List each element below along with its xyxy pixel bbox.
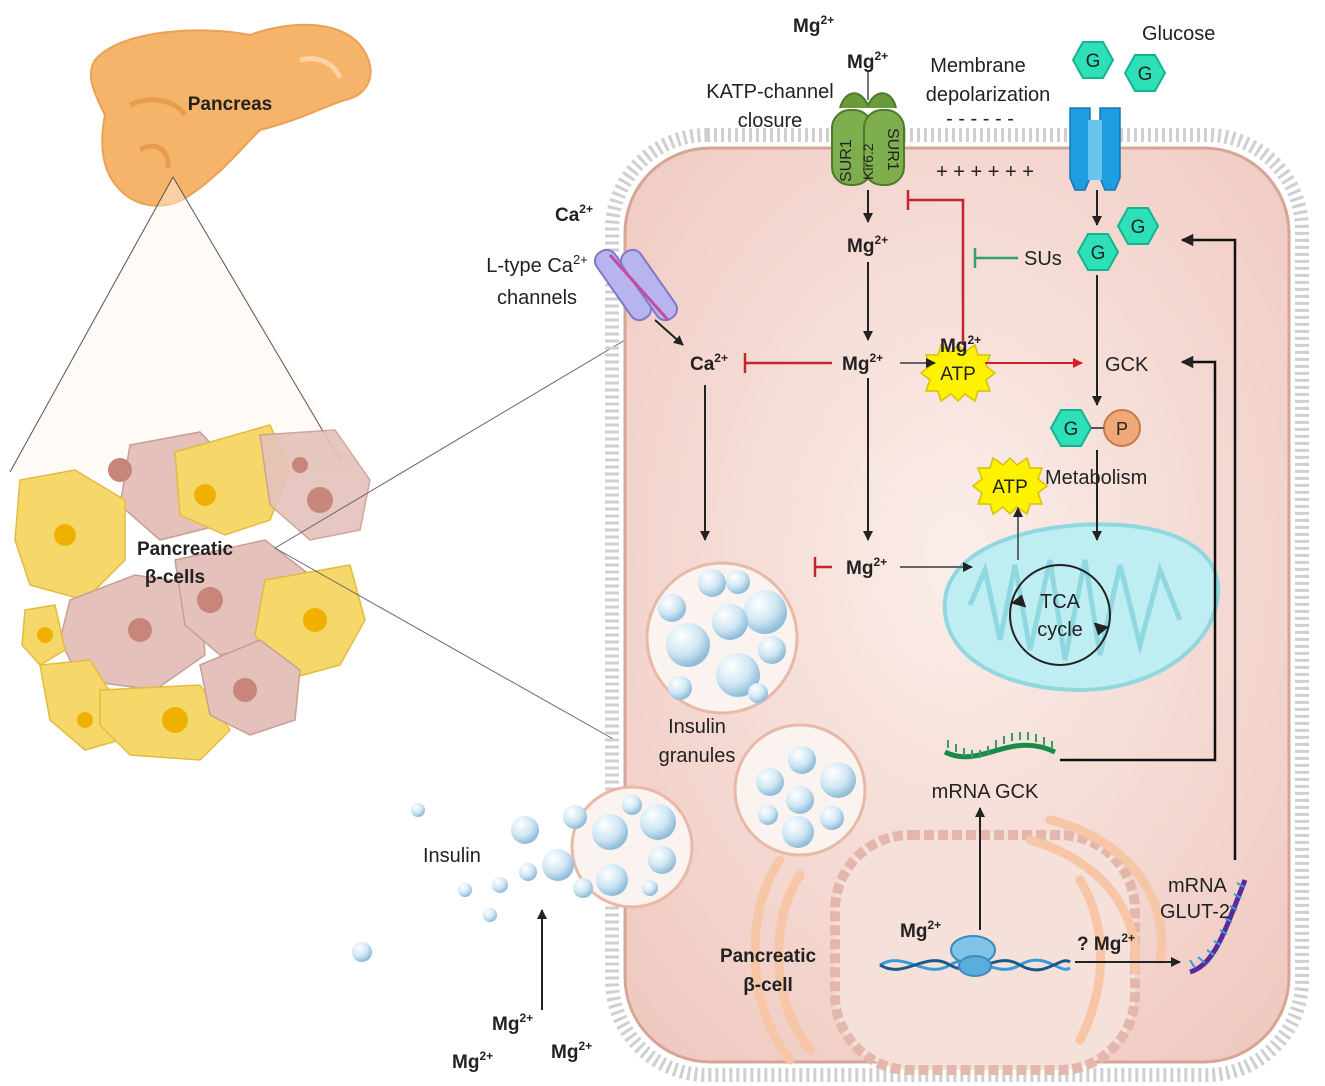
- released-insulin: [352, 803, 593, 962]
- ca-ion-outside: Ca2+: [555, 202, 593, 226]
- glucose-symbol-3: G: [1131, 217, 1146, 238]
- ion-labels: Mg2+ Mg2+ Mg2+ Mg2+ Mg2+ Mg2+ Mg2+ ? Mg2…: [452, 13, 1135, 1073]
- insulin-granules-line2: granules: [659, 745, 736, 767]
- mg-ion-outside-2: Mg2+: [452, 1049, 493, 1073]
- membrane-minus: - - - - - -: [946, 108, 1014, 130]
- ca-channel: [593, 248, 679, 322]
- mg-ion-katp-outer: Mg2+: [847, 49, 888, 73]
- islet-label-line1: Pancreatic: [137, 539, 234, 560]
- islet-zoom-lines: [9, 176, 355, 473]
- ltype-label-line2: channels: [497, 287, 577, 309]
- mg-ion-question: ? Mg2+: [1077, 931, 1135, 955]
- membrane-label-line1: Membrane: [930, 55, 1026, 77]
- ltype-label-line1: L-type Ca2+: [486, 252, 588, 277]
- mg-ion-nucleus: Mg2+: [900, 918, 941, 942]
- mrna-glut-line1: mRNA: [1168, 875, 1228, 897]
- tca-line1: TCA: [1040, 591, 1081, 613]
- membrane-plus: + + + + + +: [936, 161, 1034, 183]
- sus-label: SUs: [1024, 248, 1062, 270]
- mg-ion-outside-1: Mg2+: [492, 1011, 533, 1035]
- mrna-glut-line2: GLUT-2: [1160, 901, 1230, 923]
- glucose-symbol-4: G: [1091, 243, 1106, 264]
- exocytosis-granule: [570, 785, 694, 909]
- katp-label-line2: closure: [738, 110, 802, 132]
- mg-ion-top: Mg2+: [793, 13, 834, 37]
- glucose-symbol-1: G: [1086, 51, 1101, 72]
- beta-cell-label-line1: Pancreatic: [720, 946, 817, 967]
- beta-cell-label-line2: β-cell: [743, 975, 793, 996]
- mg-ion-outside-3: Mg2+: [551, 1039, 592, 1063]
- ca-ion-inside: Ca2+: [690, 351, 728, 375]
- glucose-symbol-5: G: [1064, 419, 1079, 440]
- ltype-text: L-type Ca: [486, 255, 574, 277]
- kir-label: Kir6.2: [860, 143, 876, 180]
- insulin-granule-cluster: [645, 561, 799, 715]
- glucose-molecules: [1049, 41, 1167, 447]
- atp-star-1: [919, 343, 997, 403]
- mg-ion-center: Mg2+: [842, 351, 883, 375]
- tca-line2: cycle: [1037, 619, 1083, 641]
- pancreas-label: Pancreas: [188, 94, 273, 115]
- mg-ion-katp-inner: Mg2+: [847, 233, 888, 257]
- inhibition-lines: [743, 190, 1018, 577]
- phosphate-symbol: P: [1116, 419, 1128, 439]
- insulin-label: Insulin: [423, 845, 481, 867]
- atp-star-2: [971, 456, 1049, 516]
- glucose-symbol-2: G: [1138, 64, 1153, 85]
- mrna-gck-strand: [943, 732, 1057, 760]
- katp-label-line1: KATP-channel: [706, 81, 833, 103]
- metabolism-label: Metabolism: [1045, 467, 1147, 489]
- endoplasmic-reticulum: [750, 815, 1166, 1065]
- katp-channel: [831, 92, 905, 186]
- membrane-label-line2: depolarization: [926, 84, 1051, 106]
- glucose-label: Glucose: [1142, 23, 1215, 45]
- mg-ion-atp: Mg2+: [940, 333, 981, 357]
- atp-label-2: ATP: [992, 477, 1028, 498]
- pancreas-organ: [89, 23, 372, 207]
- islet-cluster: [14, 424, 371, 761]
- arrows: [537, 70, 1237, 1010]
- mg-ion-lower: Mg2+: [846, 555, 887, 579]
- insulin-granule-cluster-2: [733, 723, 867, 857]
- glut2-channel: [1069, 107, 1121, 191]
- sur1-left-label: SUR1: [838, 139, 855, 182]
- cell-zoom-lines: [274, 339, 626, 741]
- atp-label-1: ATP: [940, 364, 976, 385]
- sur1-right-label: SUR1: [884, 128, 901, 171]
- mrna-gck-label: mRNA GCK: [932, 781, 1039, 803]
- islet-label-line2: β-cells: [145, 567, 205, 588]
- dna-helix: [879, 935, 1071, 977]
- insulin-granules-line1: Insulin: [668, 716, 726, 738]
- gck-label: GCK: [1105, 354, 1149, 376]
- ltype-charge: 2+: [573, 252, 588, 267]
- mrna-glut2-strand: [1189, 879, 1248, 975]
